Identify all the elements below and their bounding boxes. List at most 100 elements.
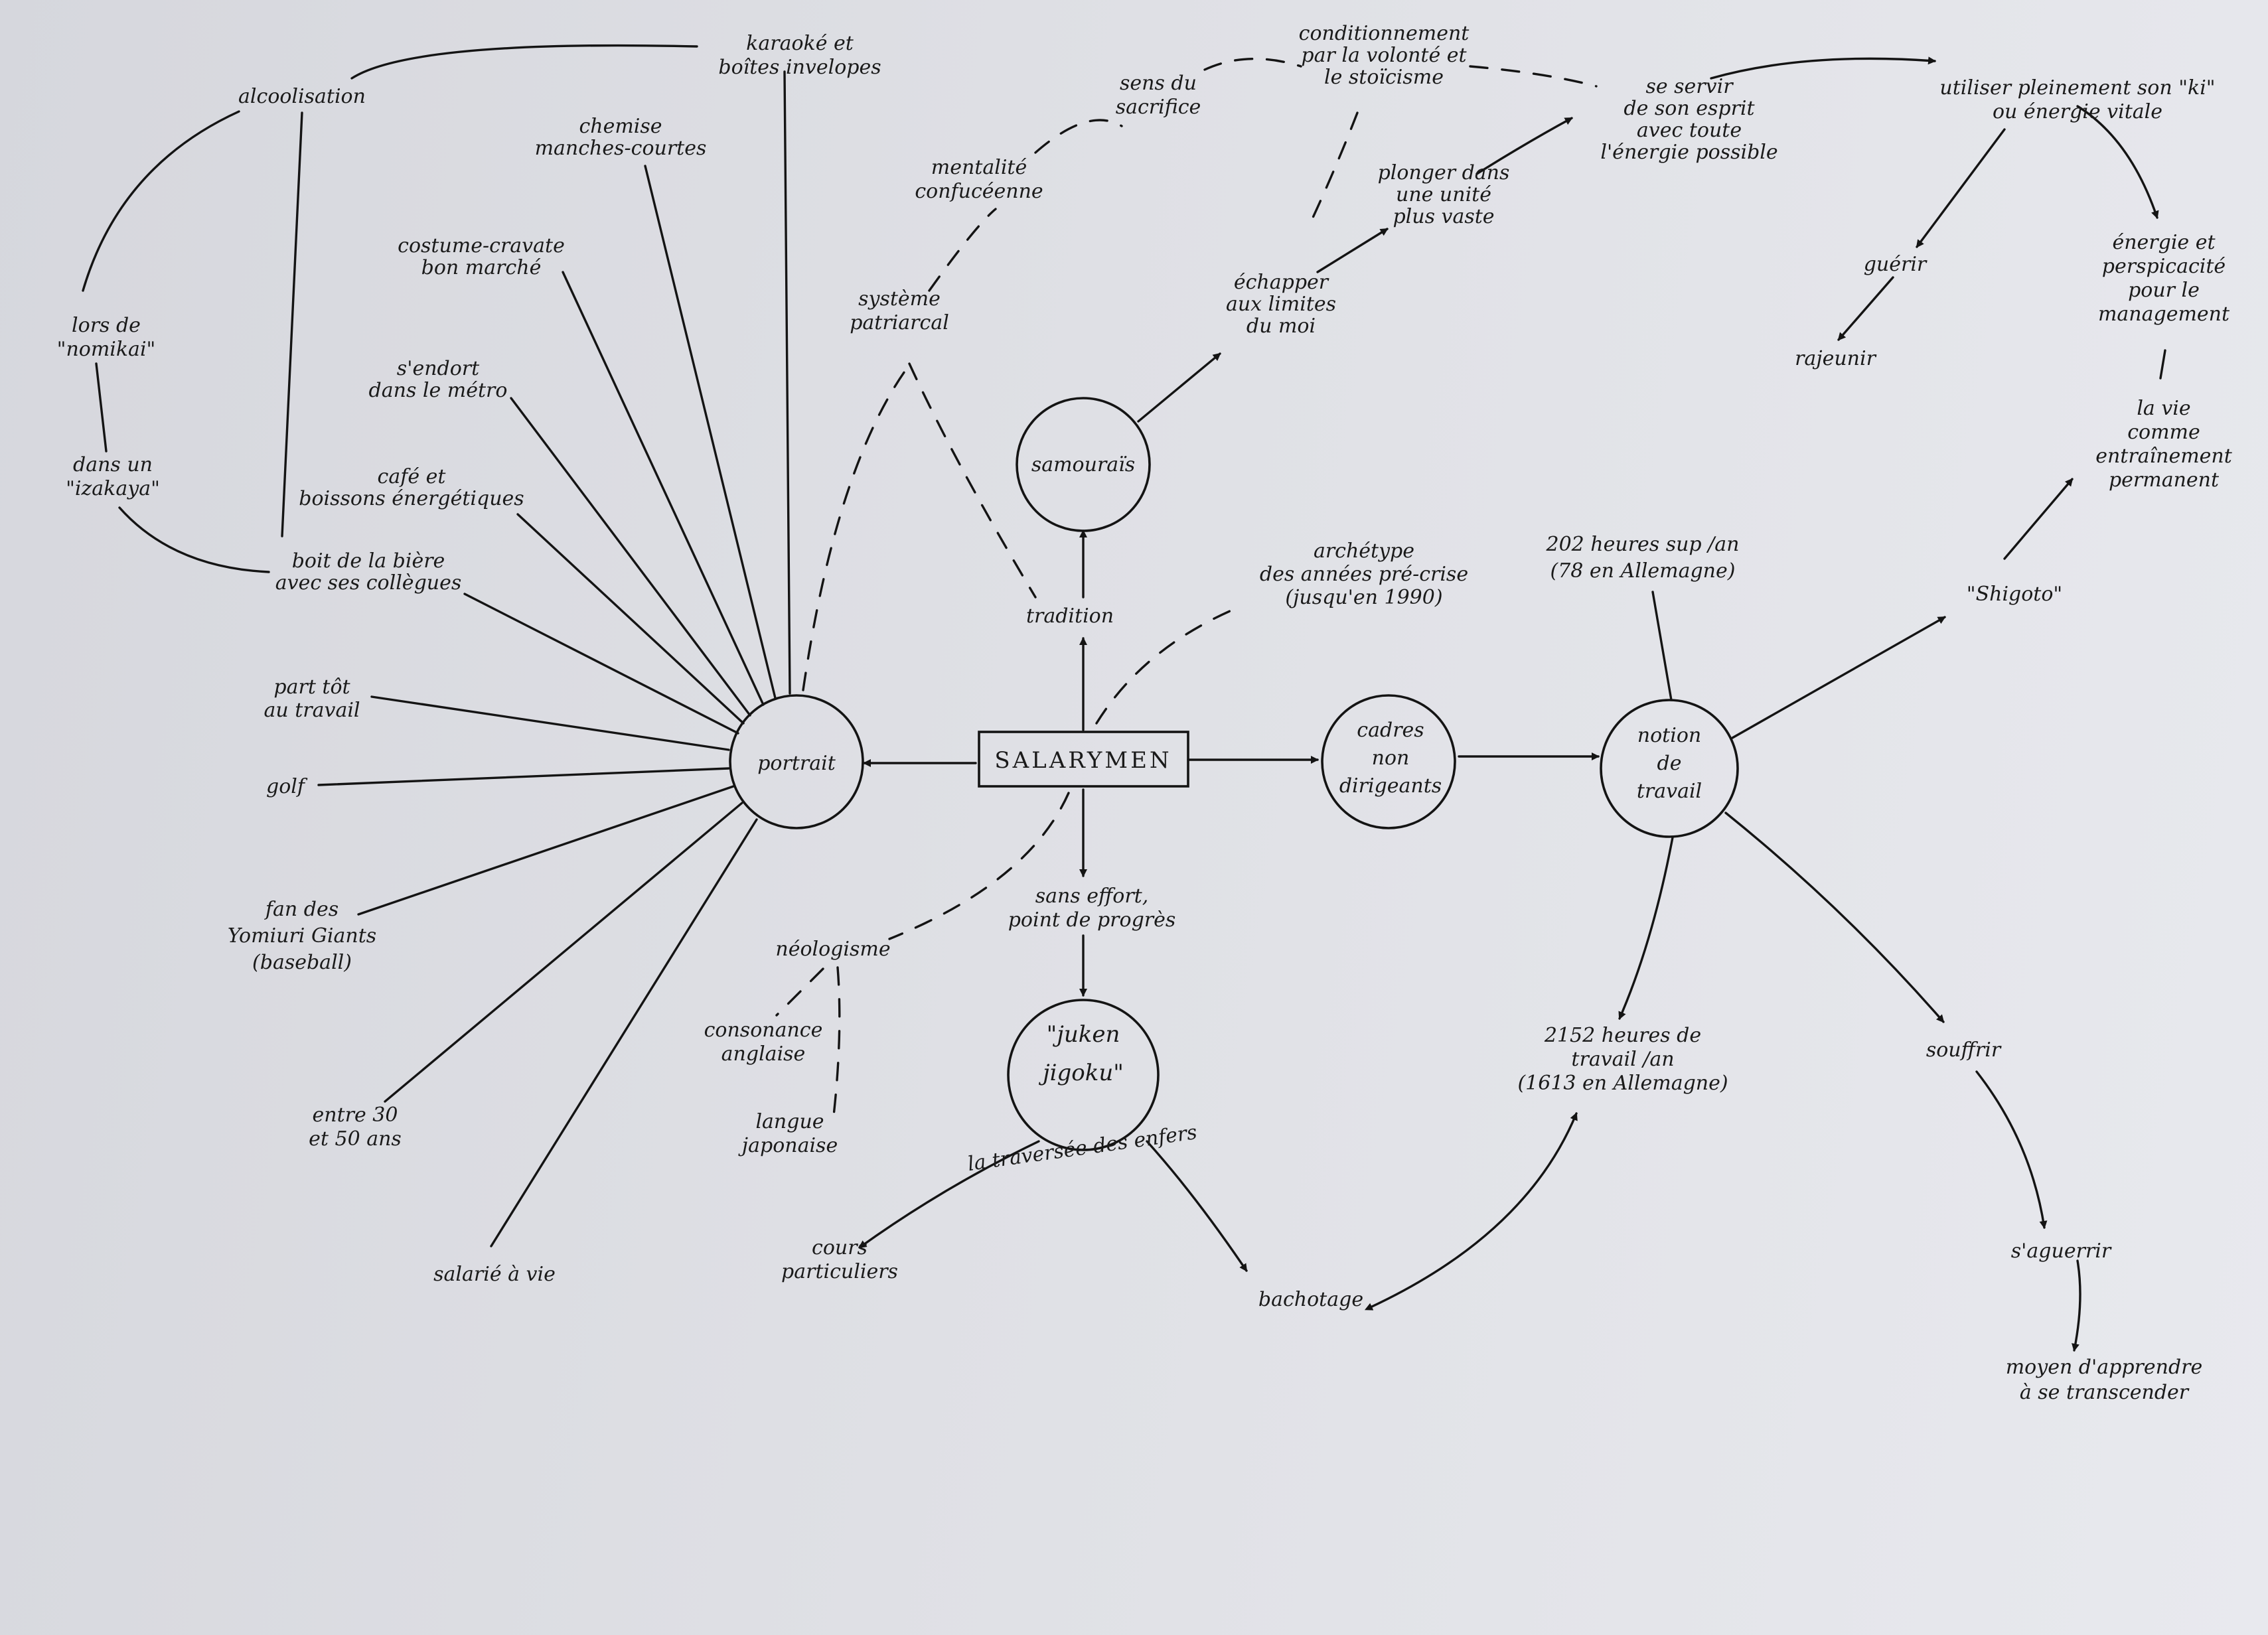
label-alcoolisation: alcoolisation bbox=[238, 85, 366, 108]
label-line: dans un bbox=[73, 453, 153, 476]
label-line: management bbox=[2098, 303, 2230, 326]
label-line: au travail bbox=[264, 699, 360, 722]
label-line: par la volonté et bbox=[1301, 44, 1467, 67]
label-line: samouraïs bbox=[1031, 453, 1135, 476]
spoke-part bbox=[370, 695, 730, 751]
dash-salarymen-archetype bbox=[1095, 609, 1233, 725]
edge-energie-vie bbox=[2159, 349, 2166, 380]
label-line: "Shigoto" bbox=[1967, 583, 2062, 606]
label-line: comme bbox=[2127, 421, 2200, 444]
label-line: jigoku" bbox=[1038, 1060, 1124, 1086]
label-line: lors de bbox=[72, 314, 141, 337]
label-line: la vie bbox=[2137, 397, 2190, 420]
label-salarymen: SALARYMEN bbox=[994, 747, 1172, 774]
label-line: se servir bbox=[1645, 75, 1734, 98]
label-tradition: tradition bbox=[1026, 604, 1114, 628]
dash-neologisme-langue bbox=[832, 966, 841, 1123]
juken-circle[interactable] bbox=[1007, 999, 1160, 1151]
label-line: et 50 ans bbox=[309, 1127, 402, 1151]
label-heures202: 202 heures sup /an(78 en Allemagne) bbox=[1546, 533, 1740, 583]
label-line: néologisme bbox=[775, 938, 890, 961]
spoke-endort bbox=[510, 397, 751, 717]
dash-conditionnement-echapper bbox=[1306, 111, 1359, 230]
label-line: travail bbox=[1637, 780, 1702, 803]
label-line: avec toute bbox=[1637, 119, 1742, 142]
salarymen-box[interactable] bbox=[978, 731, 1189, 788]
label-line: énergie et bbox=[2112, 231, 2216, 254]
label-line: échapper bbox=[1234, 271, 1329, 294]
label-souffrir: souffrir bbox=[1926, 1038, 2002, 1062]
label-line: (baseball) bbox=[252, 951, 352, 974]
label-line: guérir bbox=[1864, 253, 1928, 276]
label-line: "juken bbox=[1047, 1021, 1120, 1048]
label-samourais: samouraïs bbox=[1031, 453, 1135, 476]
dash-portrait-systeme bbox=[802, 364, 911, 691]
label-line: des années pré-crise bbox=[1260, 563, 1468, 586]
label-line: moyen d'apprendre bbox=[2006, 1356, 2203, 1379]
edge-dans-biere bbox=[118, 506, 270, 573]
label-line: cadres bbox=[1357, 719, 1424, 742]
spoke-golf bbox=[317, 767, 730, 786]
label-line: s'aguerrir bbox=[2011, 1240, 2112, 1263]
label-guerir: guérir bbox=[1864, 253, 1928, 276]
label-line: salarié à vie bbox=[433, 1263, 556, 1286]
edge-juken-cours bbox=[858, 1140, 1040, 1249]
label-line: (jusqu'en 1990) bbox=[1285, 586, 1442, 609]
edge-lors-dans bbox=[95, 362, 108, 453]
label-line: tradition bbox=[1026, 604, 1114, 628]
label-line: mentalité bbox=[931, 156, 1027, 179]
edge-notion-2152 bbox=[1618, 836, 1674, 1020]
cadres-circle[interactable] bbox=[1321, 694, 1456, 829]
dash-systeme-mentalite bbox=[928, 208, 997, 292]
label-line: de son esprit bbox=[1624, 97, 1755, 120]
label-line: anglaise bbox=[721, 1042, 806, 1066]
label-line: café et bbox=[378, 465, 447, 488]
spoke-fan bbox=[357, 785, 735, 916]
edge-alcoolisation-lors bbox=[82, 110, 240, 292]
dash-systeme-tradition bbox=[908, 362, 1037, 599]
edge-juken-bachotage bbox=[1146, 1140, 1248, 1272]
label-line: "nomikai" bbox=[57, 338, 156, 361]
label-line: travail /an bbox=[1571, 1048, 1674, 1071]
label-line: "izakaya" bbox=[66, 477, 160, 500]
label-utiliser: utiliser pleinement son "ki"ou énergie v… bbox=[1939, 76, 2215, 123]
spoke-salarie bbox=[490, 818, 758, 1247]
label-line: de bbox=[1657, 752, 1682, 775]
label-line: Yomiuri Giants bbox=[228, 924, 376, 948]
edge-aguerrir-moyen bbox=[2072, 1259, 2081, 1352]
notion-circle[interactable] bbox=[1600, 699, 1739, 838]
label-line: sens du bbox=[1120, 72, 1197, 95]
spoke-karaoke bbox=[783, 70, 791, 695]
label-line: entraînement bbox=[2095, 445, 2233, 468]
samourais-circle[interactable] bbox=[1016, 397, 1151, 532]
edge-alcoolisation-karaoke bbox=[350, 44, 698, 80]
label-line: permanent bbox=[2109, 468, 2220, 492]
label-line: à se transcender bbox=[2020, 1381, 2190, 1404]
label-line: (78 en Allemagne) bbox=[1550, 559, 1736, 583]
label-line: 2152 heures de bbox=[1544, 1024, 1701, 1047]
edge-utiliser-guerir bbox=[1916, 128, 2006, 248]
label-line: SALARYMEN bbox=[994, 747, 1172, 774]
label-bachotage: bachotage bbox=[1258, 1288, 1363, 1311]
label-line: dans le métro bbox=[369, 379, 508, 402]
portrait-circle[interactable] bbox=[729, 694, 864, 829]
dash-salarymen-neologisme bbox=[888, 792, 1070, 940]
label-dans: dans un"izakaya" bbox=[66, 453, 160, 500]
edge-bachotage-2152 bbox=[1364, 1112, 1578, 1311]
label-line: dirigeants bbox=[1339, 774, 1442, 798]
label-line: chemise bbox=[579, 115, 662, 138]
label-line: alcoolisation bbox=[238, 85, 366, 108]
label-line: particuliers bbox=[781, 1260, 898, 1283]
